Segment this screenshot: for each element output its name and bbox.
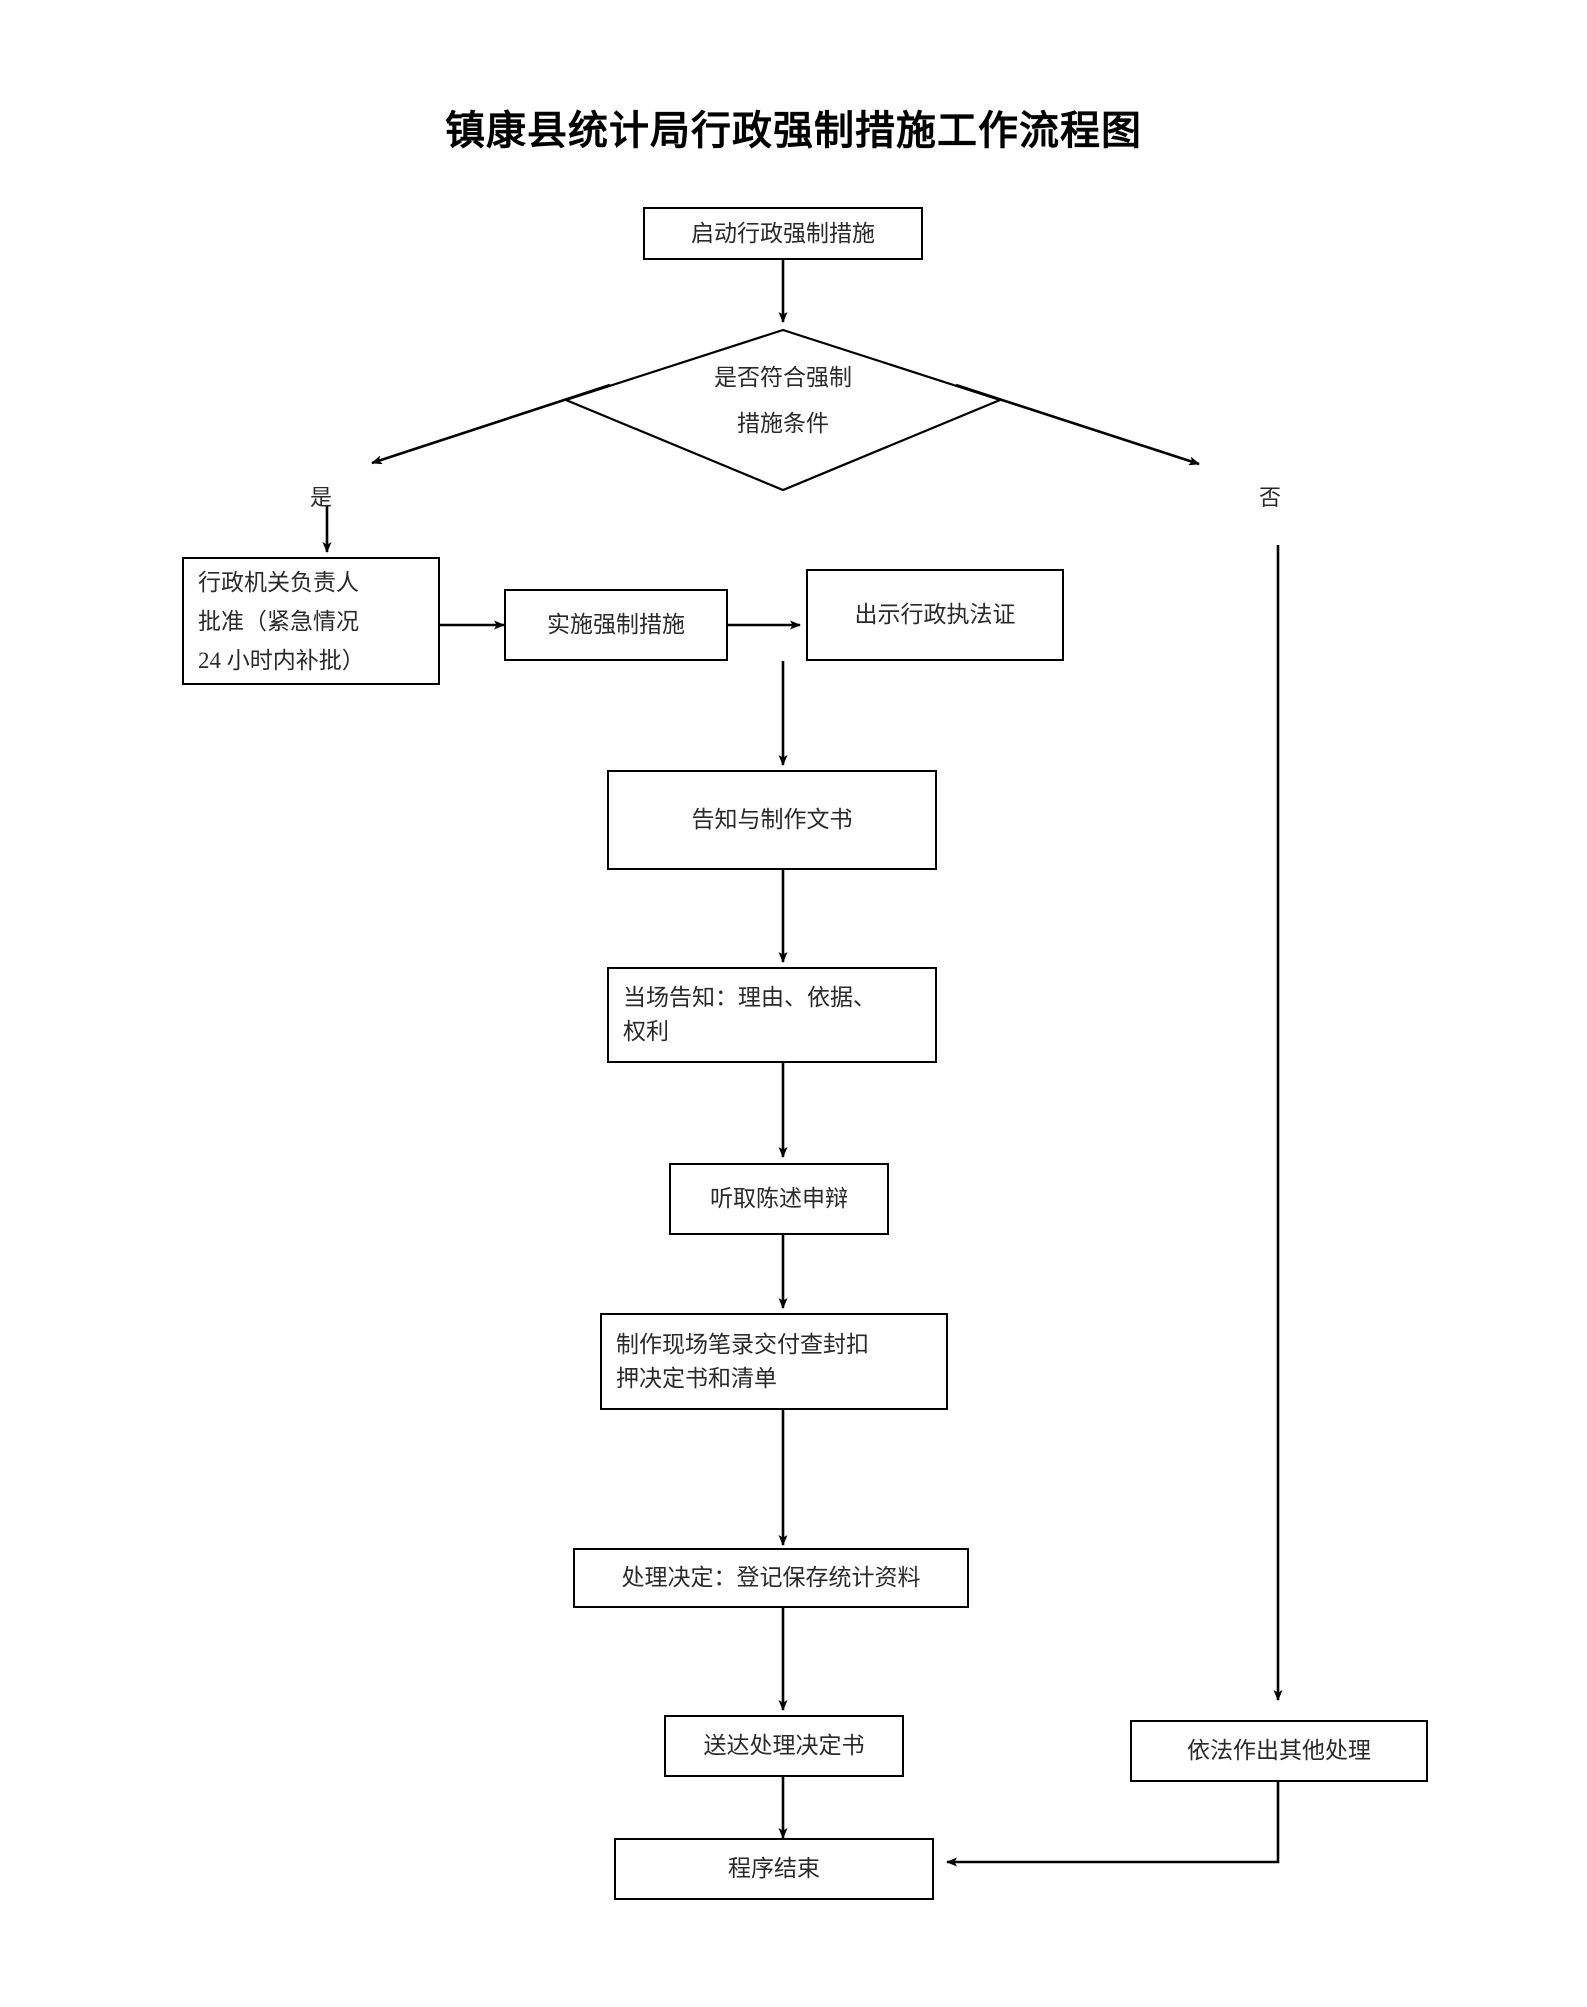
node-approve-label: 行政机关负责人 批准（紧急情况 24 小时内补批） <box>198 569 365 673</box>
node-decide[interactable]: 处理决定：登记保存统计资料 <box>573 1548 969 1608</box>
node-onsite-tell[interactable]: 当场告知：理由、依据、 权利 <box>607 967 937 1063</box>
node-onsite-tell-label: 当场告知：理由、依据、 权利 <box>623 985 876 1044</box>
decision-diamond-shape <box>562 328 1004 492</box>
node-record[interactable]: 制作现场笔录交付查封扣 押决定书和清单 <box>600 1313 948 1410</box>
node-serve-doc[interactable]: 送达处理决定书 <box>664 1715 904 1777</box>
node-enforce-label: 实施强制措施 <box>547 612 685 637</box>
node-end[interactable]: 程序结束 <box>614 1838 934 1900</box>
node-inform-doc-label: 告知与制作文书 <box>691 807 853 832</box>
edge-otherproc-to-end <box>946 1782 1280 1867</box>
node-approve[interactable]: 行政机关负责人 批准（紧急情况 24 小时内补批） <box>182 557 440 685</box>
node-end-label: 程序结束 <box>728 1856 820 1881</box>
node-enforce[interactable]: 实施强制措施 <box>504 589 728 661</box>
node-start-label: 启动行政强制措施 <box>691 220 875 246</box>
branch-label-yes: 是 <box>310 485 333 510</box>
edge-decision-to-other-diagonal <box>955 383 1200 466</box>
node-decision-label: 是否符合强制 措施条件 <box>714 365 852 436</box>
node-serve-doc-label: 送达处理决定书 <box>703 1733 865 1758</box>
node-hear-plea[interactable]: 听取陈述申辩 <box>669 1163 889 1235</box>
branch-label-no: 否 <box>1259 485 1282 510</box>
edge-decision-to-approve-diagonal <box>371 383 611 465</box>
page-title: 镇康县统计局行政强制措施工作流程图 <box>445 108 1142 153</box>
node-show-id-label: 出示行政执法证 <box>854 602 1016 627</box>
node-start[interactable]: 启动行政强制措施 <box>643 207 923 260</box>
node-show-id[interactable]: 出示行政执法证 <box>806 569 1064 661</box>
node-decide-label: 处理决定：登记保存统计资料 <box>621 1565 921 1590</box>
node-other-proc-label: 依法作出其他处理 <box>1187 1738 1371 1763</box>
node-other-proc[interactable]: 依法作出其他处理 <box>1130 1720 1428 1782</box>
node-record-label: 制作现场笔录交付查封扣 押决定书和清单 <box>616 1331 869 1391</box>
node-hear-plea-label: 听取陈述申辩 <box>710 1186 848 1211</box>
node-inform-doc[interactable]: 告知与制作文书 <box>607 770 937 870</box>
